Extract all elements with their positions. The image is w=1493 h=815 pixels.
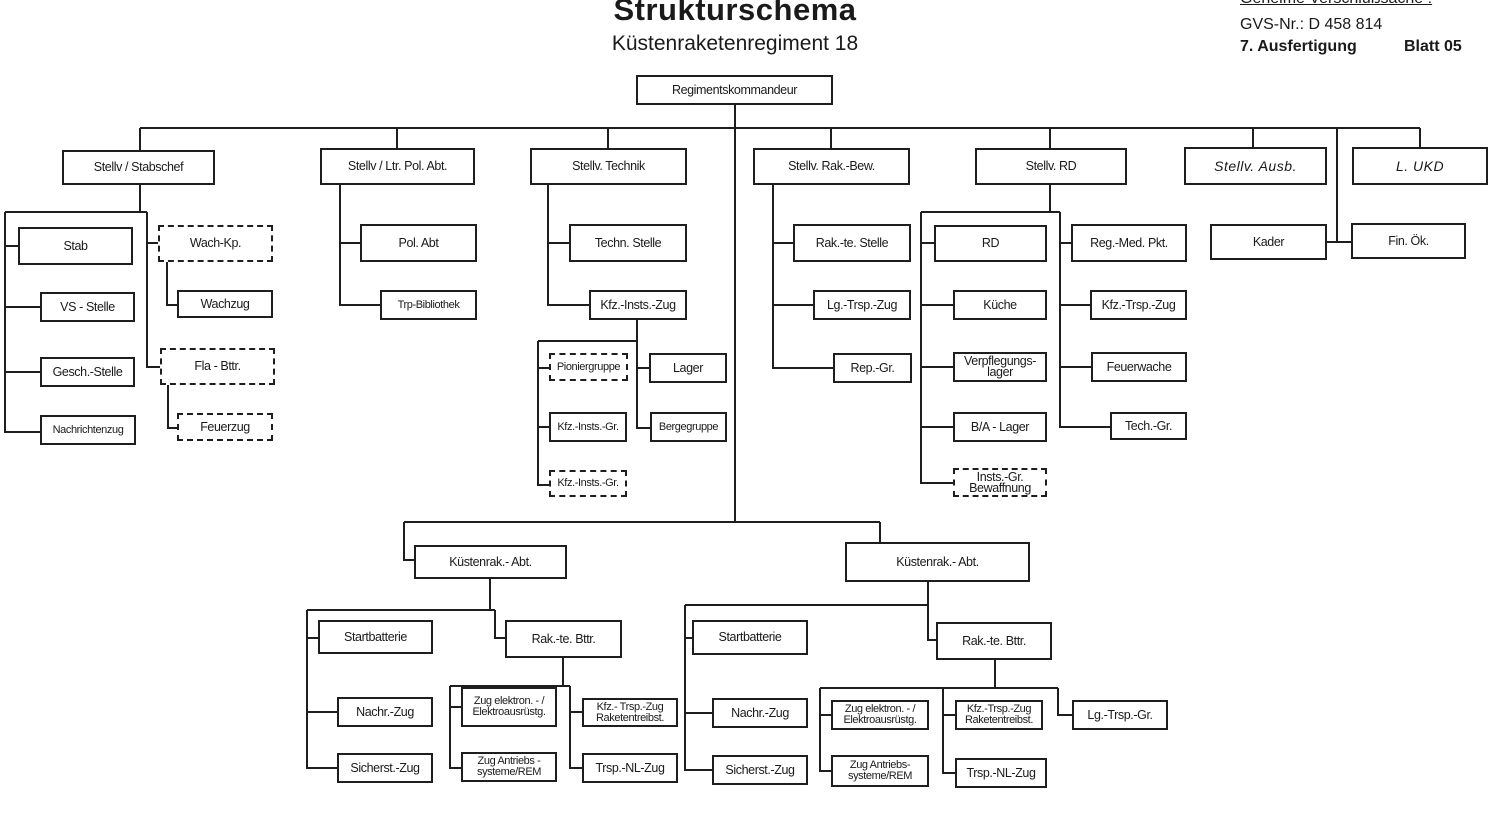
- org-unit-stab: Stab: [18, 227, 133, 265]
- connector-line: [1059, 212, 1110, 428]
- org-unit-repgr: Rep.-Gr.: [833, 353, 912, 383]
- connector-line: [547, 185, 589, 306]
- connector-line: [494, 610, 505, 639]
- org-unit-pionier: Pioniergruppe: [549, 353, 633, 386]
- org-unit-rakbew: Stellv. Rak.-Bew.: [753, 148, 910, 185]
- org-unit-nl2: Trsp.-NL-Zug: [955, 758, 1047, 788]
- org-unit-nl1: Trsp.-NL-Zug: [582, 753, 678, 783]
- org-unit-stabschef: Stellv / Stabschef: [62, 150, 215, 185]
- org-unit-balager: B/A - Lager: [953, 412, 1047, 442]
- org-unit-berge: Bergegruppe: [650, 412, 727, 442]
- page-subtitle: Küstenraketenregiment 18: [611, 32, 859, 55]
- connector-line: [636, 320, 650, 429]
- org-unit-pol: Stellv / Ltr. Pol. Abt.: [320, 148, 475, 185]
- org-unit-vs: VS - Stelle: [40, 292, 135, 322]
- org-unit-verpfl: Verpflegungs- lager: [953, 352, 1047, 382]
- org-unit-antr1: Zug Antriebs - systeme/REM: [461, 752, 557, 782]
- org-unit-elek2: Zug elektron. - / Elektroausrüstg.: [831, 700, 929, 730]
- connector-line: [819, 688, 831, 772]
- org-unit-wachkp: Wach-Kp.: [158, 225, 273, 262]
- org-unit-polabt: Pol. Abt: [360, 224, 477, 262]
- sheet-number: Blatt 05: [1404, 38, 1462, 55]
- org-unit-start2: Startbatterie: [692, 620, 813, 660]
- org-unit-elek1: Zug elektron. - / Elektroausrüstg.: [461, 687, 557, 727]
- org-unit-sich2: Sicherst.-Zug: [712, 755, 808, 785]
- org-unit-sich1: Sicherst.-Zug: [337, 753, 433, 783]
- org-unit-lgzug: Lg.-Trsp.-Zug: [813, 290, 911, 320]
- org-unit-kfzzug: Kfz.-Insts.-Zug: [589, 290, 687, 320]
- connector-line: [537, 341, 549, 486]
- org-unit-kueche: Küche: [953, 290, 1047, 320]
- classification-label: Geheime Verschlußsache !: [1240, 0, 1432, 8]
- org-unit-wachzug: Wachzug: [177, 290, 278, 323]
- connector-line: [339, 185, 380, 306]
- connector-line: [942, 688, 955, 774]
- org-unit-lager: Lager: [649, 353, 727, 383]
- connector-line: [772, 185, 833, 369]
- connector-line: [403, 522, 414, 561]
- connector-line: [569, 686, 582, 769]
- connector-line: [146, 212, 160, 368]
- org-unit-nachr1: Nachr.-Zug: [337, 697, 433, 727]
- connector-line: [1057, 688, 1072, 716]
- connector-line: [684, 605, 712, 771]
- org-unit-rakst: Rak.-te. Stelle: [793, 224, 911, 262]
- org-unit-technst: Techn. Stelle: [569, 224, 687, 262]
- org-unit-abt2: Küstenrak.- Abt.: [845, 542, 1030, 582]
- org-unit-rdbox: RD: [934, 225, 1047, 262]
- org-unit-kfzr1: Kfz.- Trsp.-Zug Raketentreibst.: [582, 698, 678, 727]
- org-unit-rakb2: Rak.-te. Bttr.: [936, 622, 1052, 660]
- connector-line: [167, 385, 177, 429]
- copy-number: 7. Ausfertigung: [1240, 38, 1357, 55]
- org-unit-finok: Fin. Ök.: [1351, 223, 1466, 259]
- org-unit-feuerwache: Feuerwache: [1091, 352, 1187, 382]
- org-unit-medpkt: Reg.-Med. Pkt.: [1071, 224, 1187, 262]
- gvs-number: GVS-Nr.: D 458 814: [1240, 16, 1383, 33]
- org-unit-fla: Fla - Bttr.: [160, 348, 275, 385]
- connector-line: [4, 212, 40, 433]
- org-unit-antr2: Zug Antriebs- systeme/REM: [831, 755, 929, 787]
- org-unit-feuerzug: Feuerzug: [177, 413, 278, 446]
- org-unit-technik: Stellv. Technik: [530, 148, 687, 185]
- org-unit-bibl: Trp-Bibliothek: [380, 290, 477, 320]
- org-unit-ukd: L. UKD: [1352, 147, 1488, 185]
- org-unit-kfzgr1: Kfz.-Insts.-Gr.: [549, 412, 627, 442]
- org-unit-kfzgr2: Kfz.-Insts.-Gr.: [549, 470, 627, 497]
- org-unit-kfztrsp: Kfz.-Trsp.-Zug: [1090, 290, 1187, 320]
- org-unit-nachr2: Nachr.-Zug: [712, 698, 808, 728]
- connector-line: [927, 605, 936, 641]
- page-title: Strukturschema: [613, 0, 857, 27]
- org-unit-gesch: Gesch.-Stelle: [40, 357, 135, 387]
- org-unit-abt1: Küstenrak.- Abt.: [414, 545, 572, 584]
- org-unit-instsbew: Insts.-Gr. Bewaffnung: [953, 468, 1047, 497]
- org-unit-kdr: Regimentskommandeur: [636, 75, 833, 105]
- org-unit-techgr: Tech.-Gr.: [1110, 412, 1187, 440]
- org-unit-rakb1: Rak.-te. Bttr.: [505, 620, 622, 658]
- org-unit-lggr: Lg.-Trsp.-Gr.: [1072, 700, 1168, 730]
- org-unit-ausb: Stellv. Ausb.: [1184, 147, 1327, 185]
- connector-line: [920, 212, 953, 484]
- connector-line: [166, 262, 177, 306]
- org-unit-rd: Stellv. RD: [975, 148, 1127, 185]
- org-unit-kader: Kader: [1210, 224, 1327, 260]
- connector-line: [306, 610, 337, 769]
- connector-line: [449, 686, 461, 769]
- org-unit-nachr: Nachrichtenzug: [40, 415, 136, 445]
- org-unit-kfzr2: Kfz.-Trsp.-Zug Raketentreibst.: [955, 700, 1043, 730]
- org-unit-start1: Startbatterie: [318, 620, 438, 659]
